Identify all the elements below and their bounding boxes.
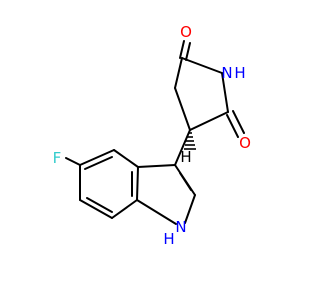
structure-svg: O O N H N H H F — [53, 23, 251, 248]
bond-c5-o-b — [185, 42, 191, 61]
bond-indole-c3-c2-double — [179, 172, 192, 191]
atom-n-imide: N — [221, 64, 232, 82]
bond-c2-o-b — [232, 110, 245, 134]
atom-o-top: O — [180, 23, 192, 41]
bond-c5-o-a — [179, 40, 185, 59]
molecule-diagram: O O N H N H H F — [53, 23, 251, 248]
bond-c4-c5-benz-double — [84, 156, 113, 170]
bond-c2-c3 — [189, 111, 229, 131]
bond-indole-c7a-c3a — [136, 166, 139, 201]
atom-h-stereo: H — [180, 148, 191, 166]
bond-c2-o-a — [226, 114, 239, 138]
bond-c5-n — [181, 57, 223, 74]
bond-indole-c2-n — [184, 194, 196, 224]
bond-c3-indole — [174, 129, 191, 166]
bond-c6-c7-double — [86, 197, 113, 213]
bond-c7-c7a — [111, 199, 138, 219]
bond-indole-c3a-c3 — [137, 164, 176, 168]
bond-c4-c5-benz — [79, 149, 115, 166]
atom-n-indole: N — [175, 218, 186, 236]
atom-o-right: O — [239, 134, 251, 152]
atom-h-imide: H — [234, 64, 245, 82]
bond-indole-n-c7a — [136, 199, 177, 225]
bond-c3a-c4 — [113, 149, 139, 168]
atom-h-indole: H — [163, 230, 174, 248]
bond-c5-f — [65, 157, 81, 166]
bond-c3-c4 — [174, 87, 191, 131]
bond-n-c2 — [221, 72, 229, 113]
atom-f: F — [53, 149, 62, 167]
bond-c4-c5 — [174, 57, 183, 89]
bond-c6-c7 — [79, 199, 113, 219]
